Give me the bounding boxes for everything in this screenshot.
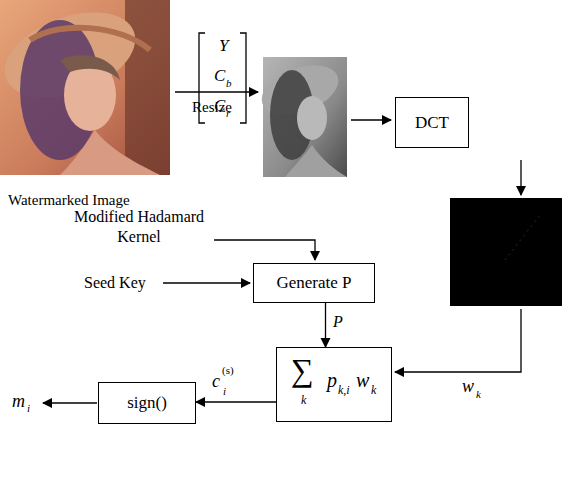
subscript: k (476, 388, 481, 400)
input-label: Modified Hadamard Kernel (66, 207, 212, 247)
flow-connector (196, 401, 276, 402)
flow-arrow (175, 91, 258, 92)
matrix-bracket (240, 33, 246, 123)
node-text: Generate P (276, 273, 351, 293)
process-box: Generate P (253, 263, 375, 303)
flow-arrow (214, 240, 315, 260)
flow-arrow (163, 282, 250, 283)
node-text: w (356, 370, 369, 390)
resized-grey-photo (255, 56, 347, 177)
edge-label: P (333, 313, 343, 331)
subscript: i (27, 402, 30, 414)
process-box: DCT (395, 97, 469, 148)
subscript: i (223, 385, 226, 397)
flow-arrow (520, 160, 521, 195)
output-name: m (12, 392, 25, 412)
flow-connector (325, 303, 326, 347)
edge-label: c (212, 372, 220, 392)
process-box: sign() (98, 382, 196, 424)
step-label: Resize (192, 99, 232, 116)
node-text: sign() (127, 393, 167, 413)
node-text: p (327, 370, 337, 390)
flow-arrow (43, 402, 97, 403)
node-text: k (371, 384, 376, 396)
signal-name: w (462, 377, 474, 397)
node-text: k,i (338, 384, 350, 396)
input-label: Seed Key (84, 274, 146, 292)
node-text: ∑ (291, 354, 314, 386)
matrix-entry: Y (219, 37, 228, 56)
watermarked-photo (0, 0, 170, 175)
matrix-entry: C (214, 67, 225, 86)
node-text: k (301, 394, 306, 406)
sum-box: ∑kpk,iwk (276, 347, 392, 422)
superscript: (s) (222, 364, 234, 376)
flow-arrow (351, 119, 391, 120)
node-text: DCT (415, 113, 449, 133)
dct-coefficients (450, 198, 562, 306)
image-caption: Watermarked Image (8, 192, 130, 209)
flow-arrow (395, 309, 521, 372)
subscript: b (226, 77, 232, 89)
